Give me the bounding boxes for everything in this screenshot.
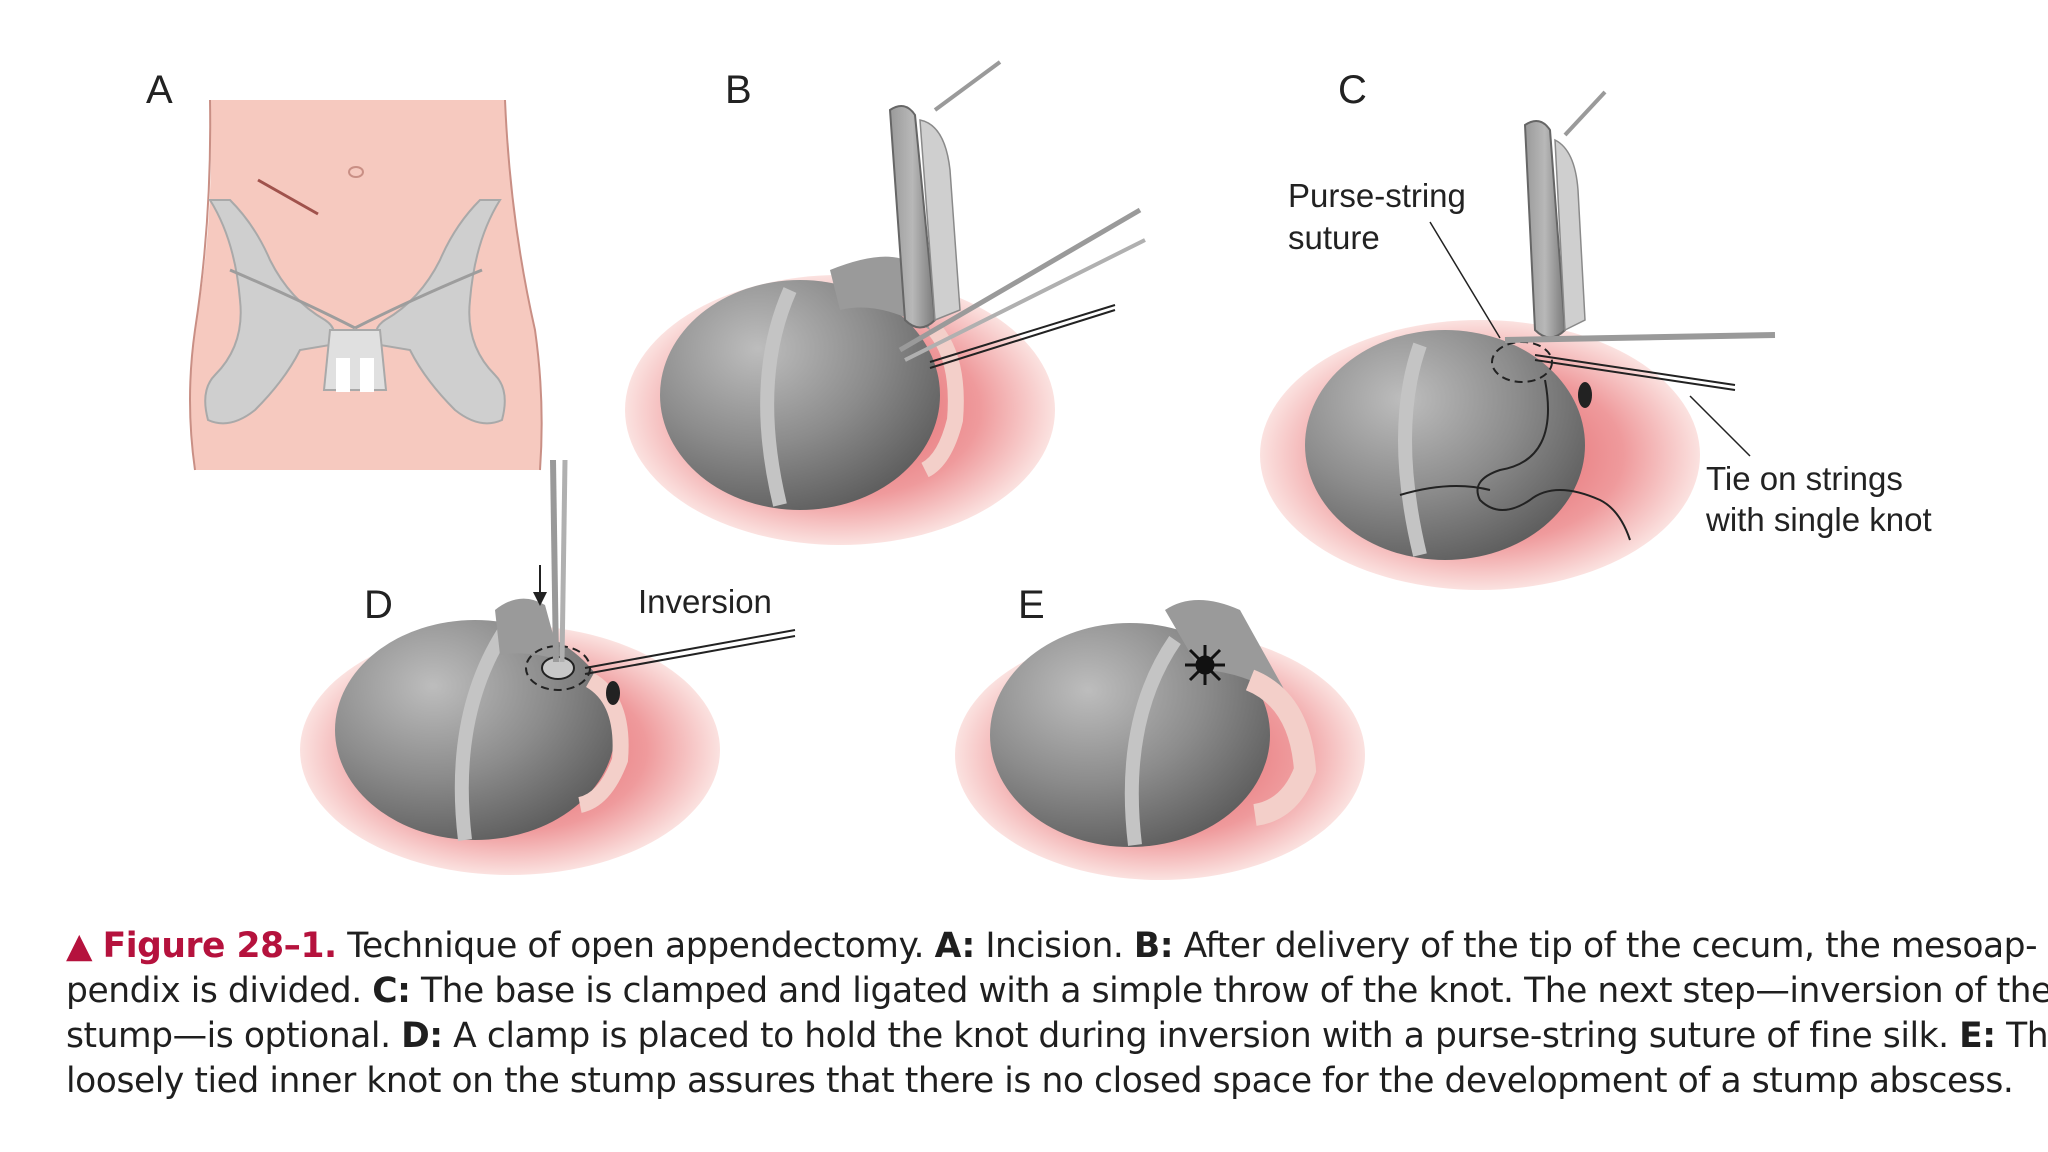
panel-e-stump [955, 600, 1365, 880]
annotation-suture: suture [1288, 219, 1380, 256]
panel-b-mesoappendix [625, 60, 1146, 545]
figure-label: Figure 28–1. [102, 926, 337, 966]
annotation-inversion: Inversion [638, 583, 772, 620]
annotation-single-knot: with single knot [1705, 501, 1932, 538]
caption-marker: ▲ [66, 926, 93, 966]
panel-label-e: E [1018, 583, 1045, 627]
panel-d-inversion [300, 459, 796, 875]
stump-knot-icon [1185, 645, 1225, 685]
caption-text: pendix is divided. [66, 971, 373, 1011]
caption-text: Incision. [974, 926, 1134, 966]
caption-b-label: B: [1133, 926, 1174, 966]
caption-e-label: E: [1959, 1016, 1996, 1056]
annotation-purse-string: Purse-string [1288, 177, 1466, 214]
figure-caption: ▲ Figure 28–1. Technique of open appende… [66, 924, 2048, 1104]
caption-text: The base is clamped and ligated with a s… [410, 971, 2048, 1011]
caption-line-4: loosely tied inner knot on the stump ass… [66, 1059, 2014, 1104]
panel-label-a: A [146, 68, 173, 112]
panel-label-b: B [725, 68, 752, 112]
panel-a-abdomen [189, 99, 543, 471]
caption-text: Technique of open appendectomy. [336, 926, 935, 966]
panel-c-purse-string [1260, 90, 1776, 590]
caption-d-label: D: [401, 1016, 443, 1056]
caption-line-2: pendix is divided. C: The base is clampe… [66, 969, 2048, 1014]
panel-label-d: D [364, 583, 393, 627]
caption-c-label: C: [372, 971, 411, 1011]
annotation-tie-on-strings: Tie on strings [1706, 460, 1903, 497]
pelvis-icon [204, 199, 506, 425]
caption-text: The [2006, 1016, 2048, 1056]
caption-text: After delivery of the tip of the cecum, … [1173, 926, 2038, 966]
caption-a-label: A: [934, 926, 976, 966]
caption-line-3: stump—is optional. D: A clamp is placed … [66, 1014, 2048, 1059]
caption-text: A clamp is placed to hold the knot durin… [442, 1016, 1960, 1056]
caption-line-1: ▲ Figure 28–1. Technique of open appende… [66, 924, 2038, 969]
caption-text: stump—is optional. [66, 1016, 402, 1056]
caption-text: loosely tied inner knot on the stump ass… [66, 1061, 2014, 1101]
panel-label-c: C [1338, 68, 1367, 112]
